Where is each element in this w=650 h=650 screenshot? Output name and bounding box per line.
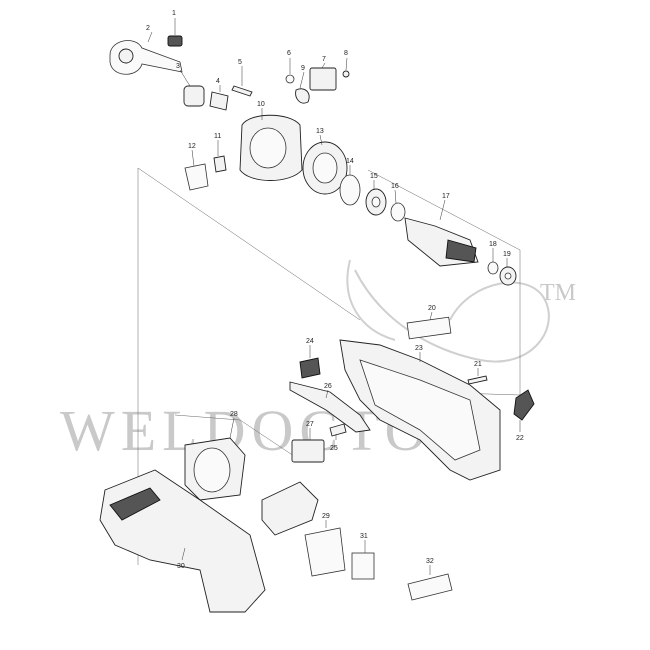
slide-bar-part bbox=[289, 381, 371, 433]
part-label-27: 27 bbox=[306, 421, 314, 428]
part-label-2: 2 bbox=[146, 25, 150, 32]
trademark-mark: TM bbox=[540, 280, 576, 306]
spring-25-part bbox=[329, 423, 347, 440]
part-label-21: 21 bbox=[474, 361, 482, 368]
part-label-16: 16 bbox=[391, 183, 399, 190]
armature-part bbox=[404, 199, 479, 267]
lock-button-part bbox=[184, 149, 209, 191]
spring-part bbox=[213, 140, 227, 173]
switch-part bbox=[291, 428, 325, 463]
label-part bbox=[406, 311, 452, 340]
label-31-part bbox=[351, 540, 375, 580]
part-label-30: 30 bbox=[177, 563, 185, 570]
part-label-18: 18 bbox=[489, 241, 497, 248]
part-label-11: 11 bbox=[214, 133, 221, 140]
part-number-labels: 1 2 3 4 5 6 7 8 9 10 11 12 13 14 15 16 1… bbox=[146, 10, 524, 570]
part-label-22: 22 bbox=[516, 435, 524, 442]
part-label-32: 32 bbox=[426, 558, 434, 565]
terminal-part bbox=[304, 520, 346, 577]
wrench-part bbox=[109, 31, 183, 75]
part-label-12: 12 bbox=[188, 143, 196, 150]
rear-bearing-group bbox=[487, 248, 517, 286]
collet-sleeve-part bbox=[179, 69, 205, 107]
part-label-29: 29 bbox=[322, 513, 330, 520]
part-label-25: 25 bbox=[330, 445, 338, 452]
screw-21-part bbox=[467, 368, 488, 385]
part-label-9: 9 bbox=[301, 65, 305, 72]
front-housing-part bbox=[239, 108, 303, 181]
part-label-14: 14 bbox=[346, 158, 354, 165]
bearing-part bbox=[365, 180, 387, 216]
part-label-3: 3 bbox=[176, 63, 180, 70]
part-label-4: 4 bbox=[216, 78, 220, 85]
part-label-17: 17 bbox=[442, 193, 450, 200]
housing-30-part bbox=[99, 469, 266, 613]
ring-part bbox=[339, 165, 361, 206]
label-32-part bbox=[407, 565, 453, 601]
part-label-1: 1 bbox=[172, 10, 176, 17]
part-label-13: 13 bbox=[316, 128, 324, 135]
part-label-24: 24 bbox=[306, 338, 314, 345]
washer-part bbox=[390, 189, 406, 222]
part-label-31: 31 bbox=[360, 533, 368, 540]
part-label-23: 23 bbox=[415, 345, 423, 352]
heatsink-part bbox=[261, 481, 319, 536]
switch-button-part bbox=[299, 345, 321, 379]
part-label-20: 20 bbox=[428, 305, 436, 312]
clip-part bbox=[167, 18, 183, 47]
part-label-7: 7 bbox=[322, 56, 326, 63]
part-label-15: 15 bbox=[370, 173, 378, 180]
part-label-28: 28 bbox=[230, 411, 238, 418]
small-hardware-group bbox=[285, 57, 350, 104]
part-label-19: 19 bbox=[503, 251, 511, 258]
housing-half-part bbox=[339, 339, 501, 481]
controller-part bbox=[184, 417, 246, 501]
switch-lever-part bbox=[513, 389, 535, 432]
part-label-26: 26 bbox=[324, 383, 332, 390]
part-label-10: 10 bbox=[257, 101, 265, 108]
collet-part bbox=[209, 85, 229, 111]
screw-part bbox=[231, 66, 253, 97]
part-label-8: 8 bbox=[344, 50, 348, 57]
part-label-6: 6 bbox=[287, 50, 291, 57]
part-label-5: 5 bbox=[238, 59, 242, 66]
retainer-part bbox=[302, 134, 348, 195]
